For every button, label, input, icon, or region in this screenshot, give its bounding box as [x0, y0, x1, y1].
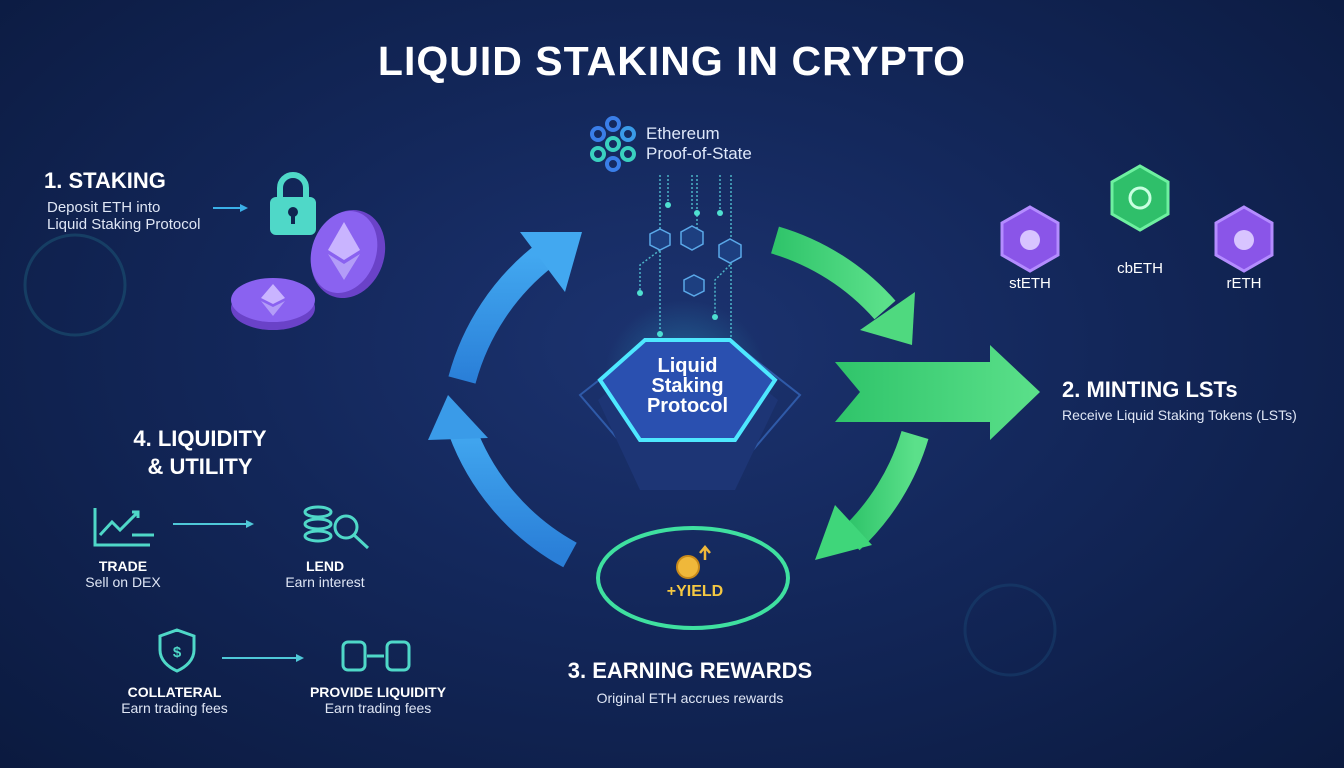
- step1-line2: Liquid Staking Protocol: [47, 216, 201, 233]
- protocol-label: Liquid Staking Protocol: [620, 356, 755, 416]
- eth-coin-icon: [231, 278, 315, 330]
- protocol-line: Liquid: [657, 355, 718, 377]
- gold-coin-icon: [676, 555, 700, 579]
- token-cbeth: cbETH: [1117, 260, 1163, 277]
- svg-text:$: $: [173, 644, 182, 661]
- decor-circle: [963, 583, 1057, 677]
- step4-heading-line1: 4. LIQUIDITY: [133, 426, 267, 451]
- use-desc: Earn interest: [285, 574, 365, 590]
- decor-circle: [23, 233, 127, 337]
- step4-heading-line2: & UTILITY: [147, 454, 253, 479]
- token-reth: rETH: [1226, 275, 1262, 292]
- use-desc: Sell on DEX: [85, 574, 161, 590]
- step2-desc: Receive Liquid Staking Tokens (LSTs): [1062, 407, 1297, 423]
- use-trade: TRADE Sell on DEX: [63, 558, 183, 590]
- step1-line1: Deposit ETH into: [47, 199, 161, 216]
- arrow-utility: [428, 395, 577, 568]
- cbeth-token-icon: [1110, 164, 1170, 232]
- token-steth: stETH: [1009, 275, 1051, 292]
- arrow-rewards: [815, 430, 929, 560]
- network-name: Ethereum: [646, 124, 720, 143]
- arrow-to-lst: [835, 345, 1040, 440]
- step3-desc: Original ETH accrues rewards: [596, 690, 784, 706]
- eth-coin-icon: [310, 209, 386, 299]
- use-lend: LEND Earn interest: [265, 558, 385, 590]
- trade-chart-icon: [93, 508, 154, 547]
- yield-label: +YIELD: [666, 583, 724, 600]
- yield-ring: [596, 526, 790, 630]
- deposit-arrow: [213, 204, 248, 212]
- step2-heading: 2. MINTING LSTs: [1062, 377, 1238, 402]
- network-consensus: Proof-of-State: [646, 144, 752, 163]
- arrow-deposit: [448, 232, 582, 384]
- step3-heading: 3. EARNING REWARDS: [567, 658, 813, 683]
- collateral-shield-icon: [158, 628, 196, 673]
- use-collateral: COLLATERAL Earn trading fees: [107, 684, 242, 716]
- use-provide-liquidity: PROVIDE LIQUIDITY Earn trading fees: [308, 684, 448, 716]
- page-title: LIQUID STAKING IN CRYPTO: [377, 38, 967, 84]
- up-arrow-icon: [699, 545, 711, 560]
- step2: 2. MINTING LSTs Receive Liquid Staking T…: [1062, 377, 1297, 423]
- lend-coins-search-icon: [303, 505, 370, 550]
- ethereum-network-icon: [590, 116, 636, 172]
- step1-heading: 1. STAKING: [44, 168, 166, 193]
- use-desc: Earn trading fees: [121, 700, 228, 716]
- protocol-hexagon: [597, 338, 778, 442]
- step3: 3. EARNING REWARDS Original ETH accrues …: [540, 658, 840, 706]
- node-hexagons: [649, 225, 742, 297]
- step4: 4. LIQUIDITY & UTILITY: [100, 425, 300, 481]
- use-label: COLLATERAL: [127, 684, 222, 700]
- protocol-line: Protocol: [646, 395, 729, 417]
- use-label: TRADE: [98, 558, 148, 574]
- use-label: LEND: [305, 558, 345, 574]
- arrow-mint: [770, 226, 915, 345]
- network-label: Ethereum Proof-of-State: [646, 124, 752, 164]
- step1: 1. STAKING Deposit ETH into Liquid Staki…: [44, 168, 200, 233]
- reth-token-icon: [1214, 205, 1274, 273]
- liquidity-jars-icon: [341, 640, 411, 672]
- use-label: PROVIDE LIQUIDITY: [309, 684, 447, 700]
- protocol-line: Staking: [651, 375, 724, 397]
- steth-token-icon: [1000, 205, 1060, 273]
- lock-icon: [270, 172, 316, 235]
- use-desc: Earn trading fees: [324, 700, 432, 716]
